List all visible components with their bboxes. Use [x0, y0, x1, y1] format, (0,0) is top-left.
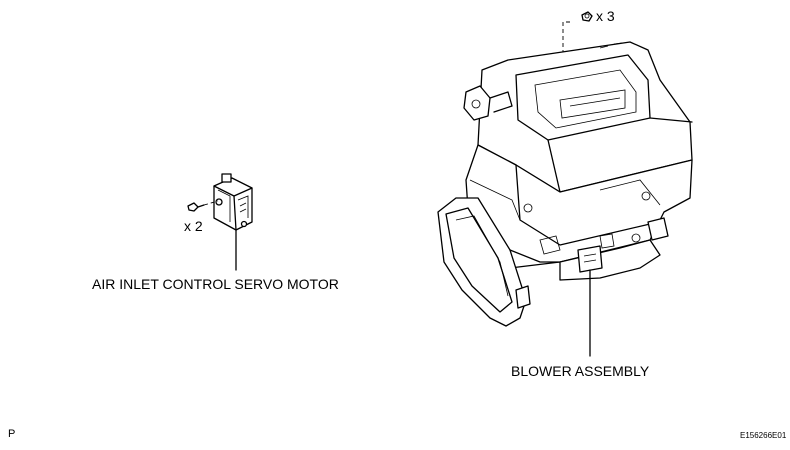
servo-motor-illustration — [213, 173, 253, 231]
blower-assembly-illustration — [437, 41, 693, 327]
figure-code: E156266E01 — [740, 431, 787, 440]
servo-screw-icon — [187, 200, 219, 212]
servo-motor-label: AIR INLET CONTROL SERVO MOTOR — [92, 276, 339, 292]
servo-quantity-label: x 2 — [184, 218, 203, 234]
blower-assembly-label: BLOWER ASSEMBLY — [511, 363, 650, 379]
blower-quantity-label: x 3 — [596, 8, 615, 24]
blower-screw-icon — [581, 11, 593, 22]
corner-letter: P — [8, 428, 16, 440]
